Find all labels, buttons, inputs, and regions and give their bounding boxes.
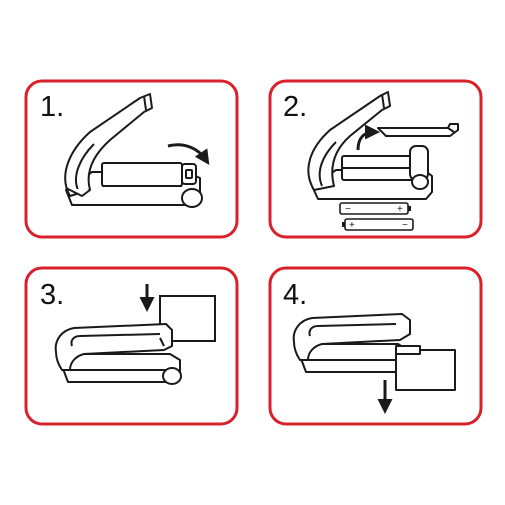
- step-2-panel: 2. − + +: [268, 79, 483, 239]
- sealer-open-battery-illustration: [307, 91, 433, 200]
- sealed-bag: [395, 349, 456, 391]
- sealer-closed-illustration: [54, 323, 182, 385]
- step-1-number: 1.: [40, 91, 64, 123]
- sealer-sealing-illustration: [292, 313, 456, 391]
- step-4-panel: 4.: [268, 266, 483, 426]
- remove-cover-arrow: [356, 124, 380, 151]
- sealer-lid-arm: [64, 93, 153, 197]
- battery-1-minus: −: [345, 204, 351, 215]
- battery-cover: [377, 123, 459, 137]
- sealer-open-illustration: [64, 93, 203, 208]
- sealer-heating-bar: [101, 162, 183, 187]
- step-1-panel: 1.: [24, 79, 239, 239]
- step-3-number: 3.: [40, 279, 64, 311]
- battery-2-plus: +: [349, 220, 355, 231]
- step-4-number: 4.: [283, 279, 307, 311]
- battery-1-plus: +: [397, 204, 403, 215]
- battery-2: + −: [342, 218, 414, 231]
- rotate-arrow: [167, 143, 210, 165]
- battery-2-minus: −: [402, 220, 408, 231]
- step-3-panel: 3.: [24, 266, 239, 426]
- step-2-number: 2.: [283, 91, 307, 123]
- battery-1: − +: [339, 202, 411, 215]
